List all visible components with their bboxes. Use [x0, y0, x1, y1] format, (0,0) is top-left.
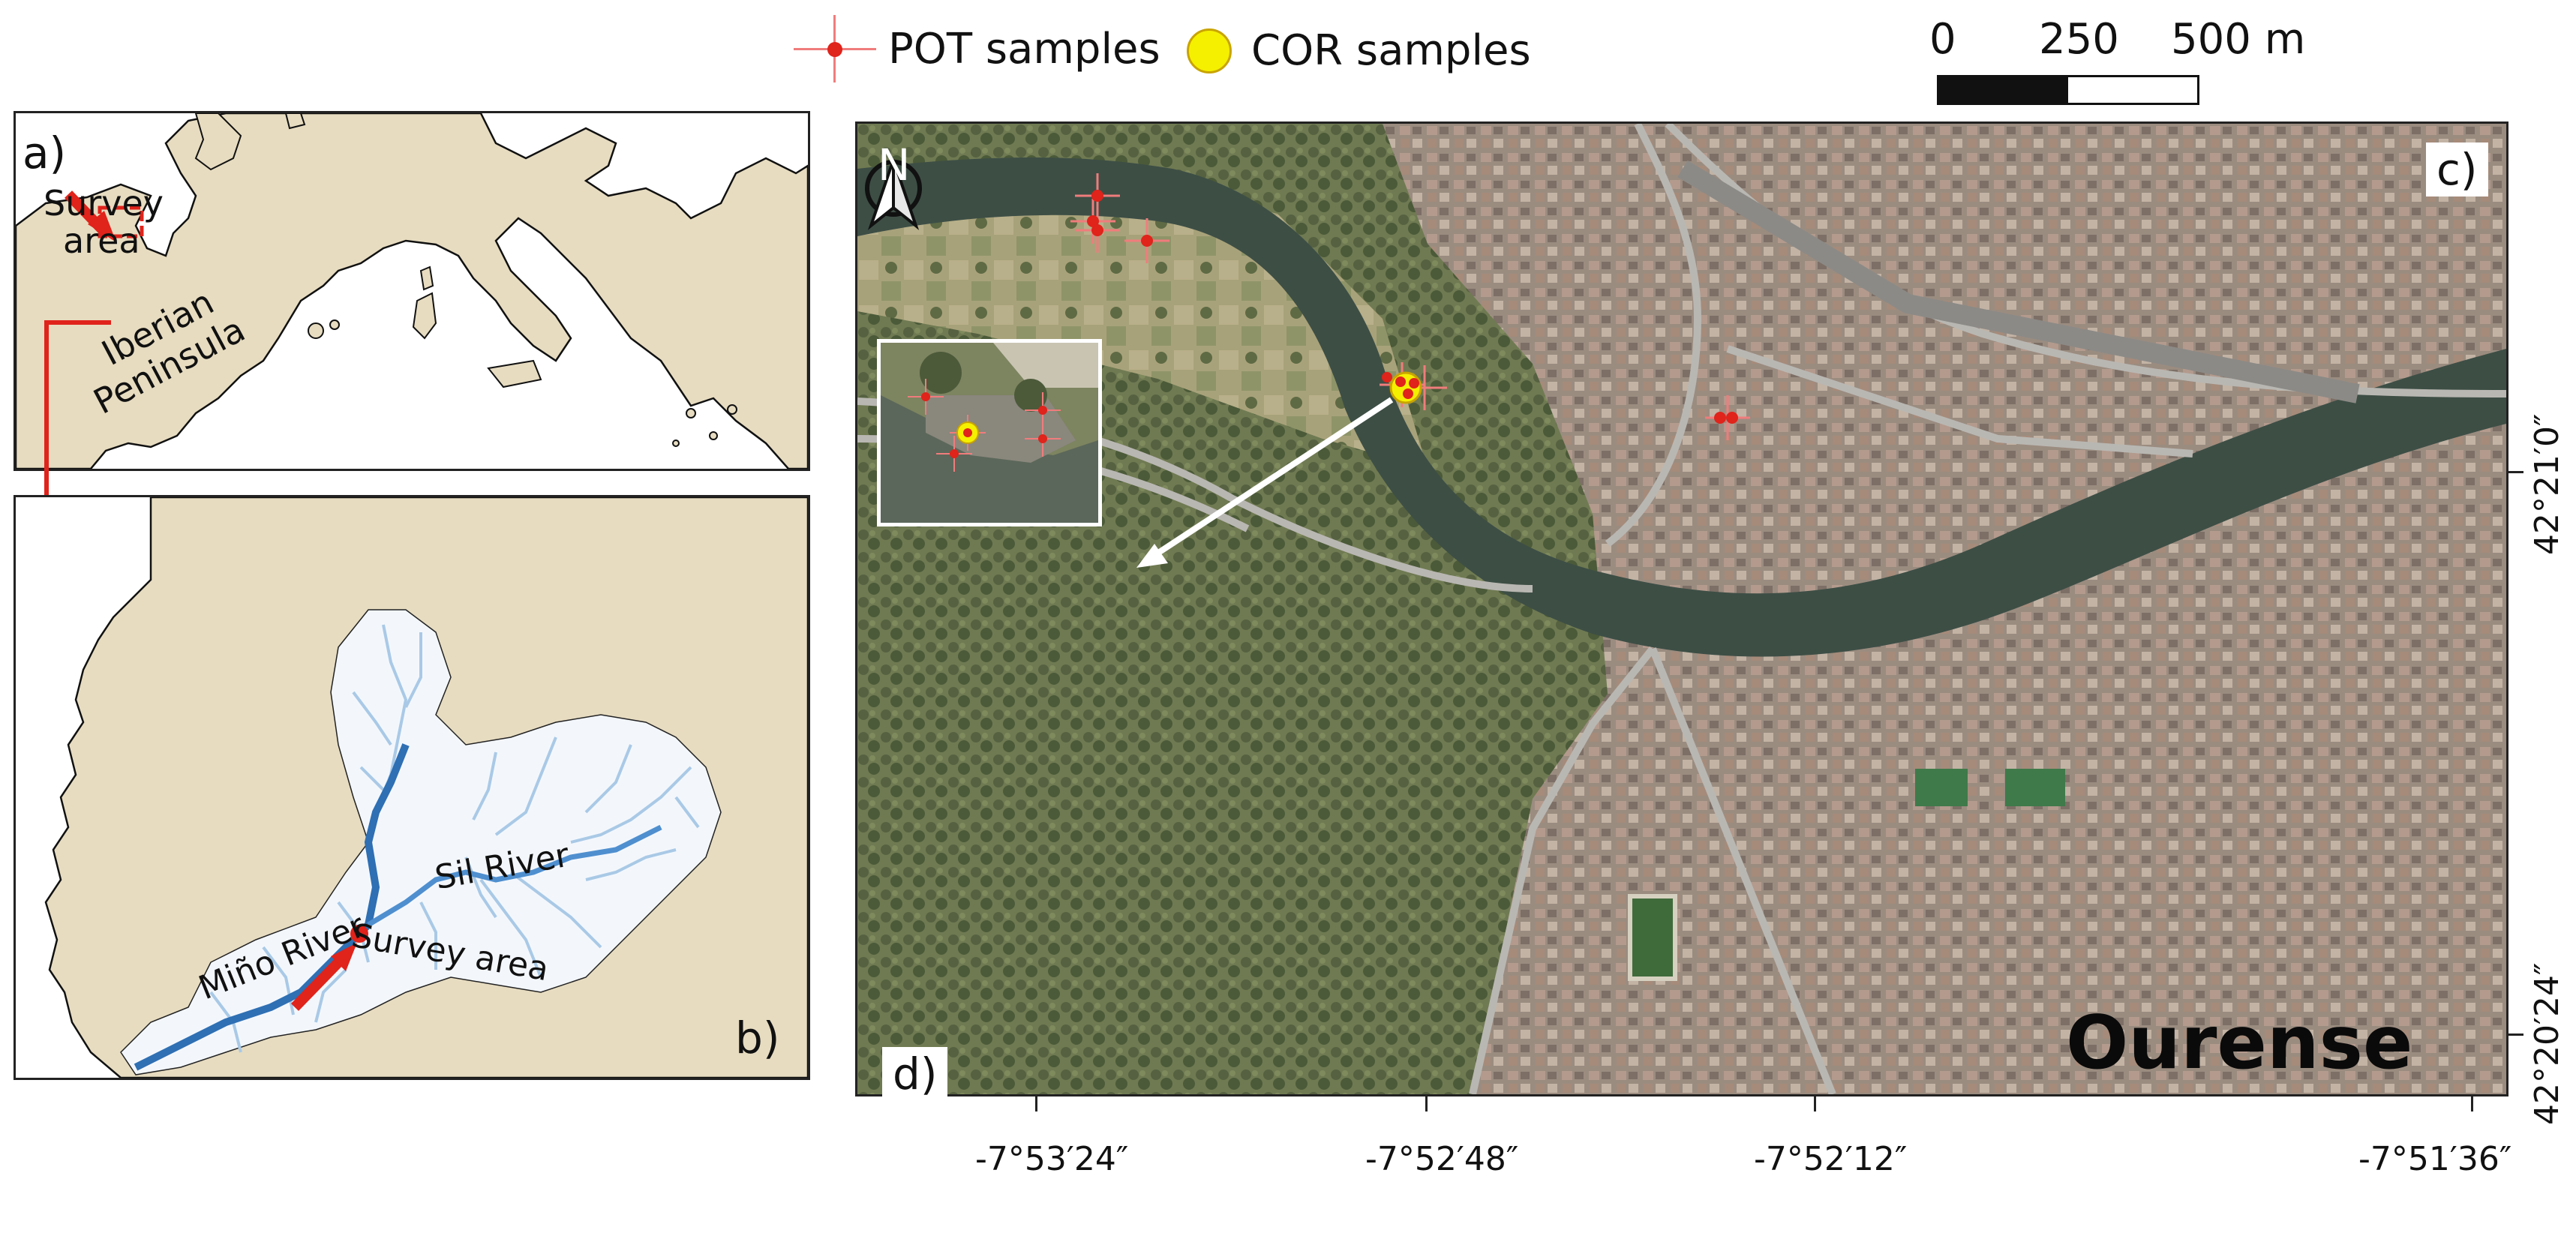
legend-cor-label: COR samples: [1251, 26, 1531, 75]
panel-c-label: c): [2426, 142, 2488, 196]
panel-c-aerial-map: [855, 122, 2508, 1096]
aerial-image: [857, 124, 2506, 1094]
cor-marker-icon: [1187, 28, 1232, 74]
scale-label-500: 500 m: [2171, 15, 2306, 64]
survey-area-label-a-line1: Survey: [44, 183, 164, 224]
lon-tick-2: [1425, 1095, 1428, 1112]
panel-d-inset: [877, 339, 1102, 526]
lat-label-1: 42°21′0″: [2528, 413, 2566, 555]
legend-pot: POT samples: [794, 15, 1160, 82]
survey-arrow-b: [290, 951, 350, 1011]
north-label: N: [878, 140, 911, 190]
legend-cor: COR samples: [1187, 26, 1531, 75]
panel-d-label: d): [882, 1047, 948, 1101]
galicia-map: [16, 497, 808, 1078]
tributaries: [209, 624, 700, 1053]
city-label: Ourense: [2066, 1000, 2413, 1086]
lon-tick-3: [1814, 1095, 1816, 1112]
panel-a-map: [14, 111, 810, 471]
inset-image: [881, 343, 1098, 523]
lon-tick-1: [1035, 1095, 1037, 1112]
scale-label-0: 0: [1929, 15, 1956, 64]
mino-river-aerial: [857, 158, 2506, 657]
cor-markers-c: [1382, 371, 1422, 404]
survey-point-b: [350, 925, 368, 943]
europe-map: [16, 113, 808, 469]
pot-marker-icon: [794, 15, 876, 82]
lon-label-1: -7°53′24″: [975, 1140, 1129, 1178]
lat-label-2: 42°20′24″: [2528, 962, 2566, 1125]
lon-label-4: -7°51′36″: [2358, 1140, 2512, 1178]
scale-label-250: 250: [2039, 15, 2119, 64]
legend-pot-label: POT samples: [888, 24, 1160, 74]
panel-a-label: a): [23, 128, 67, 178]
panel-b-label: b): [735, 1012, 780, 1064]
scale-bar: [1937, 75, 2199, 105]
north-arrow-icon: [865, 159, 922, 230]
panel-b-map: [14, 495, 810, 1080]
stadium: [1628, 894, 1677, 981]
lon-label-2: -7°52′48″: [1365, 1140, 1519, 1178]
lat-tick-1: [2507, 471, 2523, 473]
survey-area-label-a-line2: area: [63, 220, 140, 261]
lat-tick-2: [2507, 1034, 2523, 1036]
sil-river-line: [367, 824, 662, 928]
lon-label-3: -7°52′12″: [1754, 1140, 1908, 1178]
lon-tick-4: [2471, 1095, 2473, 1112]
